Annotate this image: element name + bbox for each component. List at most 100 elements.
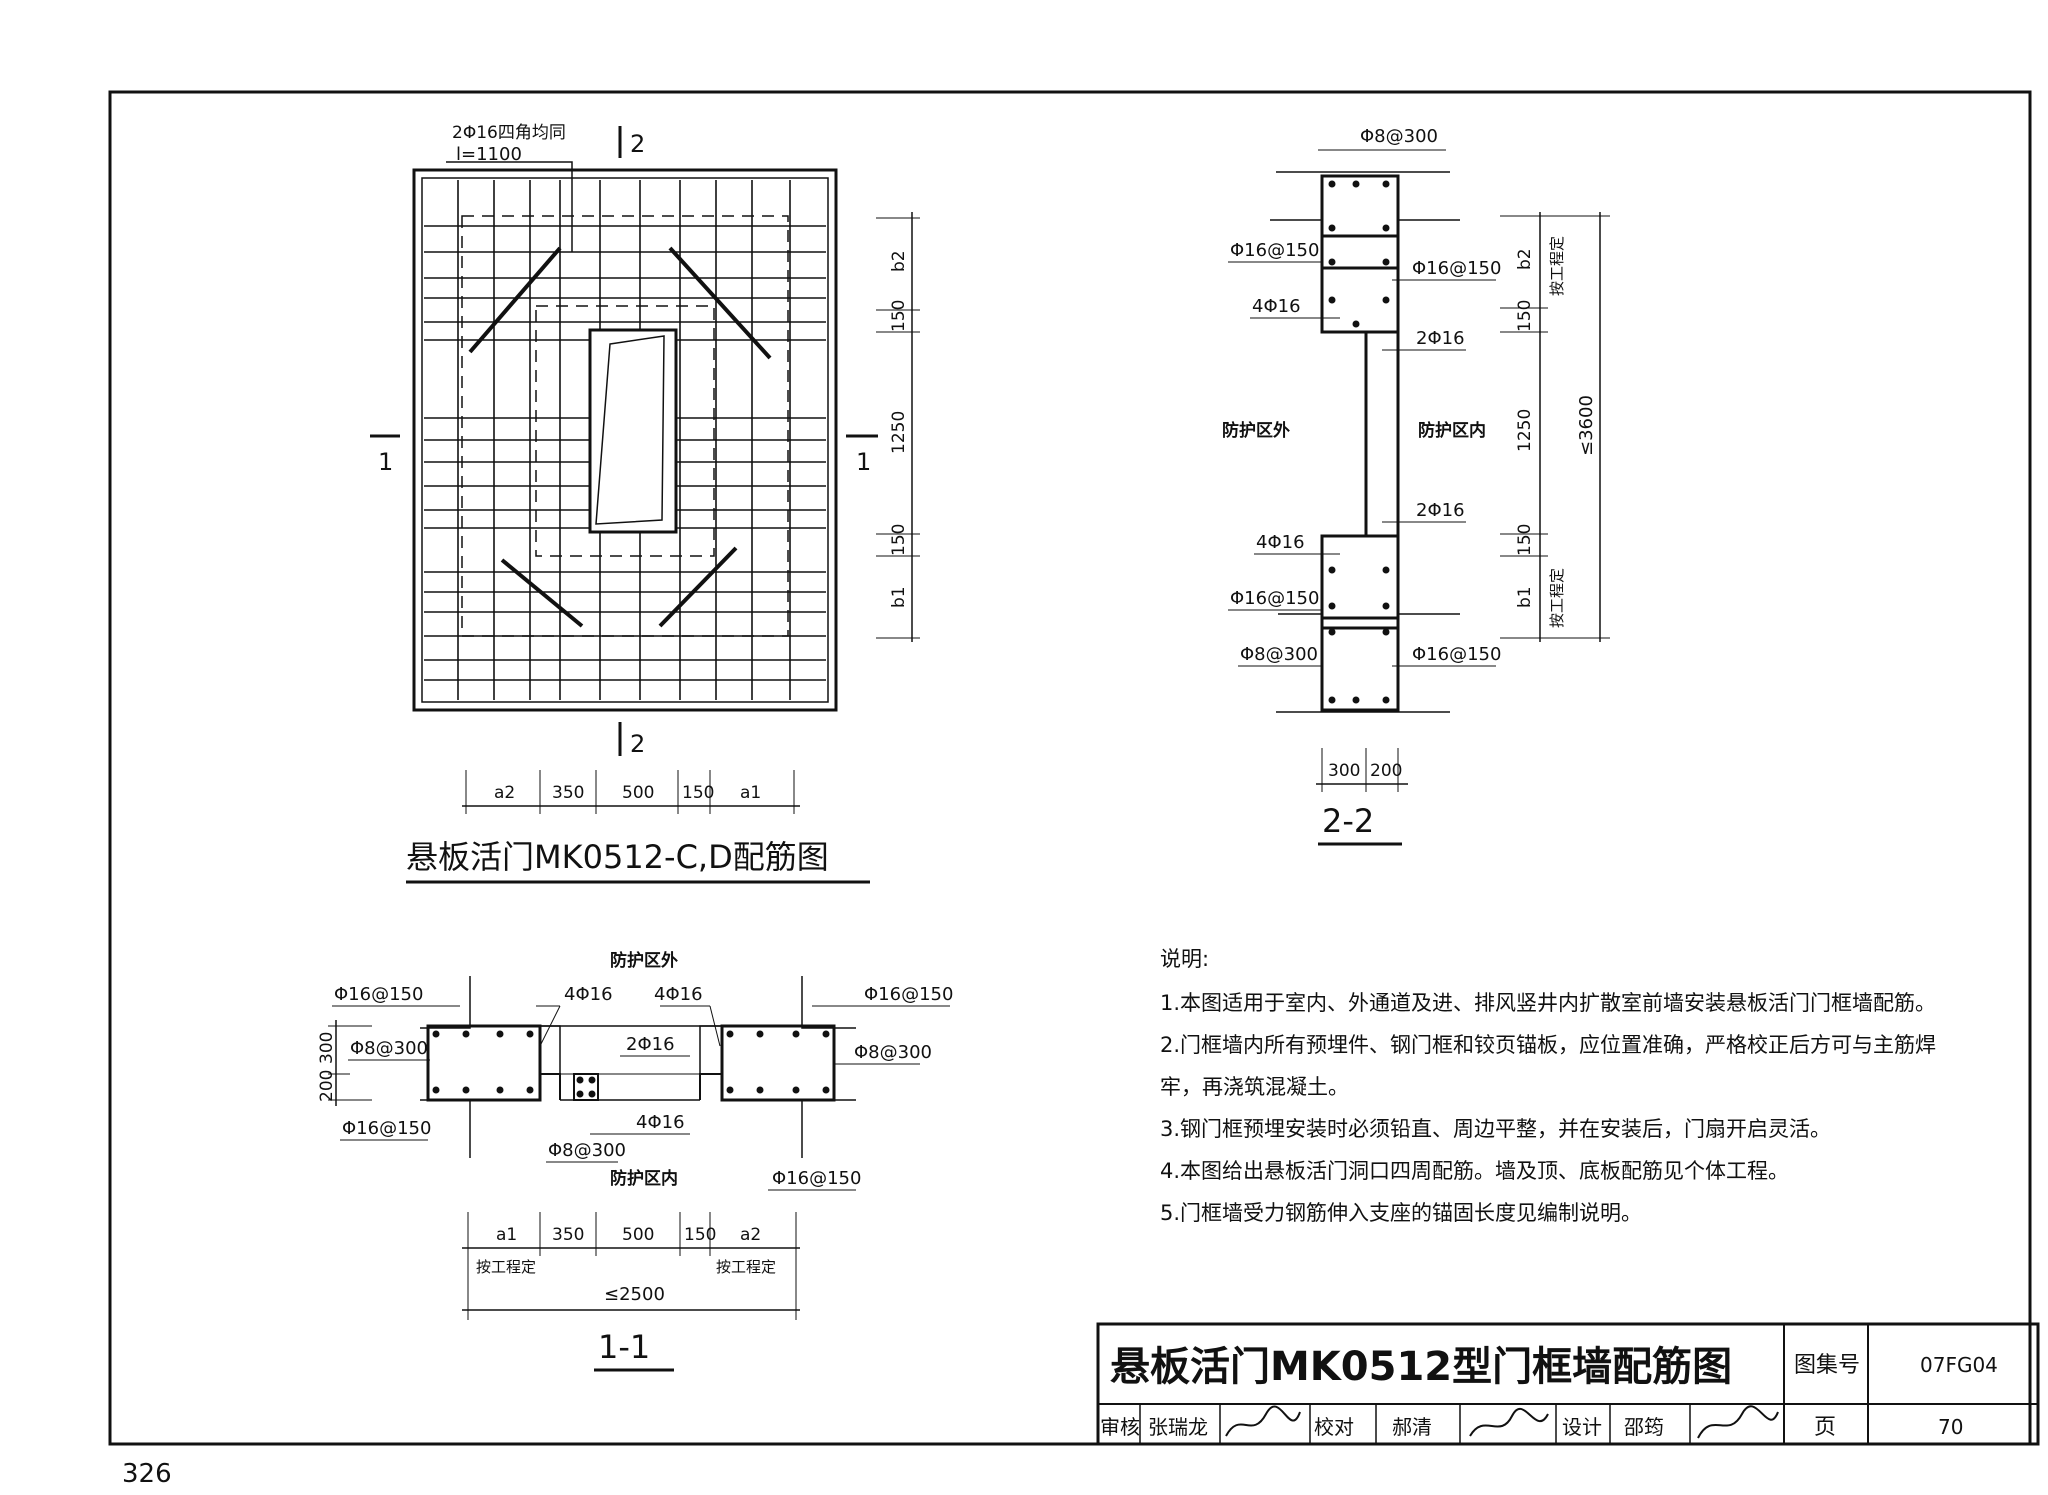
notes-line-6: 5.门框墙受力钢筋伸入支座的锚固长度见编制说明。 (1160, 1201, 1642, 1225)
s11-rebar-dot (462, 1030, 470, 1038)
s22-rebar-dot (1328, 224, 1336, 232)
s11-rebar-dot (432, 1030, 440, 1038)
s11-note-left: 按工程定 (476, 1258, 536, 1276)
s11-rebar-dot (792, 1086, 800, 1094)
s22-rebar-dot (1328, 180, 1336, 188)
s22-dim-200: 200 (1370, 761, 1402, 781)
s22-dim-150b: 150 (1515, 524, 1535, 556)
s11-left-mid: Φ8@300 (350, 1038, 428, 1059)
designer-name: 邵筠 (1624, 1415, 1664, 1439)
s22-dim-b1: b1 (1515, 586, 1535, 608)
page-label: 页 (1814, 1415, 1836, 1440)
s22-note-top: 按工程定 (1548, 236, 1566, 296)
s22-right-2: 2Φ16 (1416, 328, 1465, 349)
s11-dim-500: 500 (622, 1225, 654, 1245)
s11-dim-ticks (467, 1212, 797, 1320)
s11-rebar-dot (588, 1076, 596, 1084)
s22-right-1: Φ16@150 (1412, 258, 1501, 279)
reviewer-name: 张瑞龙 (1148, 1415, 1208, 1439)
s22-rebar-dot (1328, 566, 1336, 574)
plan-dim-a1: a1 (740, 783, 761, 803)
plan-dim-1250: 1250 (889, 411, 909, 454)
check-label: 校对 (1314, 1415, 1354, 1439)
plan-section-left: 1 (378, 448, 393, 476)
s11-left-bottom: Φ16@150 (342, 1118, 431, 1139)
notes-line-1: 1.本图适用于室内、外通道及进、排风竖井内扩散室前墙安装悬板活门门框墙配筋。 (1160, 991, 1936, 1015)
s22-dim-ticks (1500, 215, 1610, 639)
s11-dim-300: 300 (317, 1032, 337, 1064)
plan-dim-b2: b2 (889, 250, 909, 272)
s22-rebar-dot (1382, 258, 1390, 266)
s11-rebar-dot (526, 1086, 534, 1094)
s22-dim-300: 300 (1328, 761, 1360, 781)
sheet-frame (108, 90, 2032, 1446)
s22-rebar-dot (1382, 224, 1390, 232)
s11-dim-350: 350 (552, 1225, 584, 1245)
s22-note-bottom: 按工程定 (1548, 568, 1566, 628)
s11-right-mid: Φ8@300 (854, 1042, 932, 1063)
checker-name: 郝清 (1392, 1415, 1432, 1439)
notes-line-3: 牢，再浇筑混凝土。 (1160, 1075, 1349, 1099)
notes-line-4: 3.钢门框预埋安装时必须铅直、周边平整，并在安装后，门扇开启灵活。 (1160, 1117, 1831, 1141)
plan-dim-150b: 150 (889, 524, 909, 556)
plan-dim-500: 500 (622, 783, 654, 803)
s11-top-right: Φ16@150 (864, 984, 953, 1005)
s11-rebar-dots (432, 1030, 830, 1098)
plan-section-top: 2 (630, 130, 645, 158)
s11-rebar-dot (462, 1086, 470, 1094)
s11-rebar-dot (576, 1076, 584, 1084)
s22-rebar-dot (1328, 602, 1336, 610)
s22-total: ≤3600 (1576, 395, 1597, 456)
plan-corner-length: l=1100 (456, 144, 522, 165)
s11-inside: 防护区内 (610, 1168, 678, 1189)
s11-dim-150: 150 (684, 1225, 716, 1245)
s11-total: ≤2500 (604, 1284, 665, 1305)
reviewer-signature (1225, 1405, 1301, 1437)
s22-left-4: Φ16@150 (1230, 588, 1319, 609)
s22-rebar-dot (1328, 628, 1336, 636)
s22-rebar-dot (1382, 628, 1390, 636)
notes-heading: 说明: (1160, 947, 1209, 971)
s11-center-bottom: Φ8@300 (548, 1140, 626, 1161)
section-2-2: Φ8@300 Φ16@150 4Φ16 4Φ16 Φ16@150 Φ8@300 … (1222, 126, 1610, 846)
plan-title: 悬板活门MK0512-C,D配筋图 (406, 838, 829, 876)
s11-dim-a2: a2 (740, 1225, 761, 1245)
notes-block: 说明: 1.本图适用于室内、外通道及进、排风竖井内扩散室前墙安装悬板活门门框墙配… (1160, 947, 1936, 1225)
s22-inside: 防护区内 (1418, 420, 1486, 441)
notes-line-2: 2.门框墙内所有预埋件、钢门框和铰页锚板，应位置准确，严格校正后方可与主筋焊 (1160, 1033, 1936, 1057)
s11-rebar-dot (726, 1086, 734, 1094)
s22-left-1: Φ16@150 (1230, 240, 1319, 261)
s22-rebar-dot (1352, 696, 1360, 704)
s22-title: 2-2 (1322, 802, 1374, 840)
s11-label-2: 2Φ16 (626, 1034, 675, 1055)
plan-rebar-grid (424, 180, 826, 700)
s11-note-right: 按工程定 (716, 1258, 776, 1276)
s22-dim-150a: 150 (1515, 300, 1535, 332)
s22-rebar-dot (1328, 696, 1336, 704)
section-1-1: 防护区外 防护区内 Φ16@150 Φ16@150 4Φ16 4Φ16 2Φ16 (317, 950, 953, 1372)
s22-outside: 防护区外 (1222, 420, 1290, 441)
notes-line-5: 4.本图给出悬板活门洞口四周配筋。墙及顶、底板配筋见个体工程。 (1160, 1159, 1789, 1183)
s22-rebar-dot (1352, 180, 1360, 188)
s11-rebar-dot (822, 1086, 830, 1094)
plan-section-bottom: 2 (630, 730, 645, 758)
s11-rebar-dot (576, 1090, 584, 1098)
s11-title: 1-1 (598, 1328, 650, 1366)
plan-dim-a2: a2 (494, 783, 515, 803)
atlas-label: 图集号 (1794, 1353, 1860, 1378)
s22-rebar-top: Φ8@300 (1360, 126, 1438, 147)
plan-section-right: 1 (856, 448, 871, 476)
s22-rebar-dot (1328, 296, 1336, 304)
s11-rebar-dot (756, 1030, 764, 1038)
s22-left-3: 4Φ16 (1256, 532, 1305, 553)
s22-right-3: 2Φ16 (1416, 500, 1465, 521)
s11-rebar-dot (726, 1030, 734, 1038)
s11-rebar-dot (496, 1086, 504, 1094)
s11-rebar-dot (792, 1030, 800, 1038)
review-label: 审核 (1100, 1415, 1140, 1439)
book-page-number: 326 (122, 1459, 172, 1489)
s11-top-left: Φ16@150 (334, 984, 423, 1005)
s22-rebar-dot (1382, 602, 1390, 610)
s11-label-4b: 4Φ16 (654, 984, 703, 1005)
